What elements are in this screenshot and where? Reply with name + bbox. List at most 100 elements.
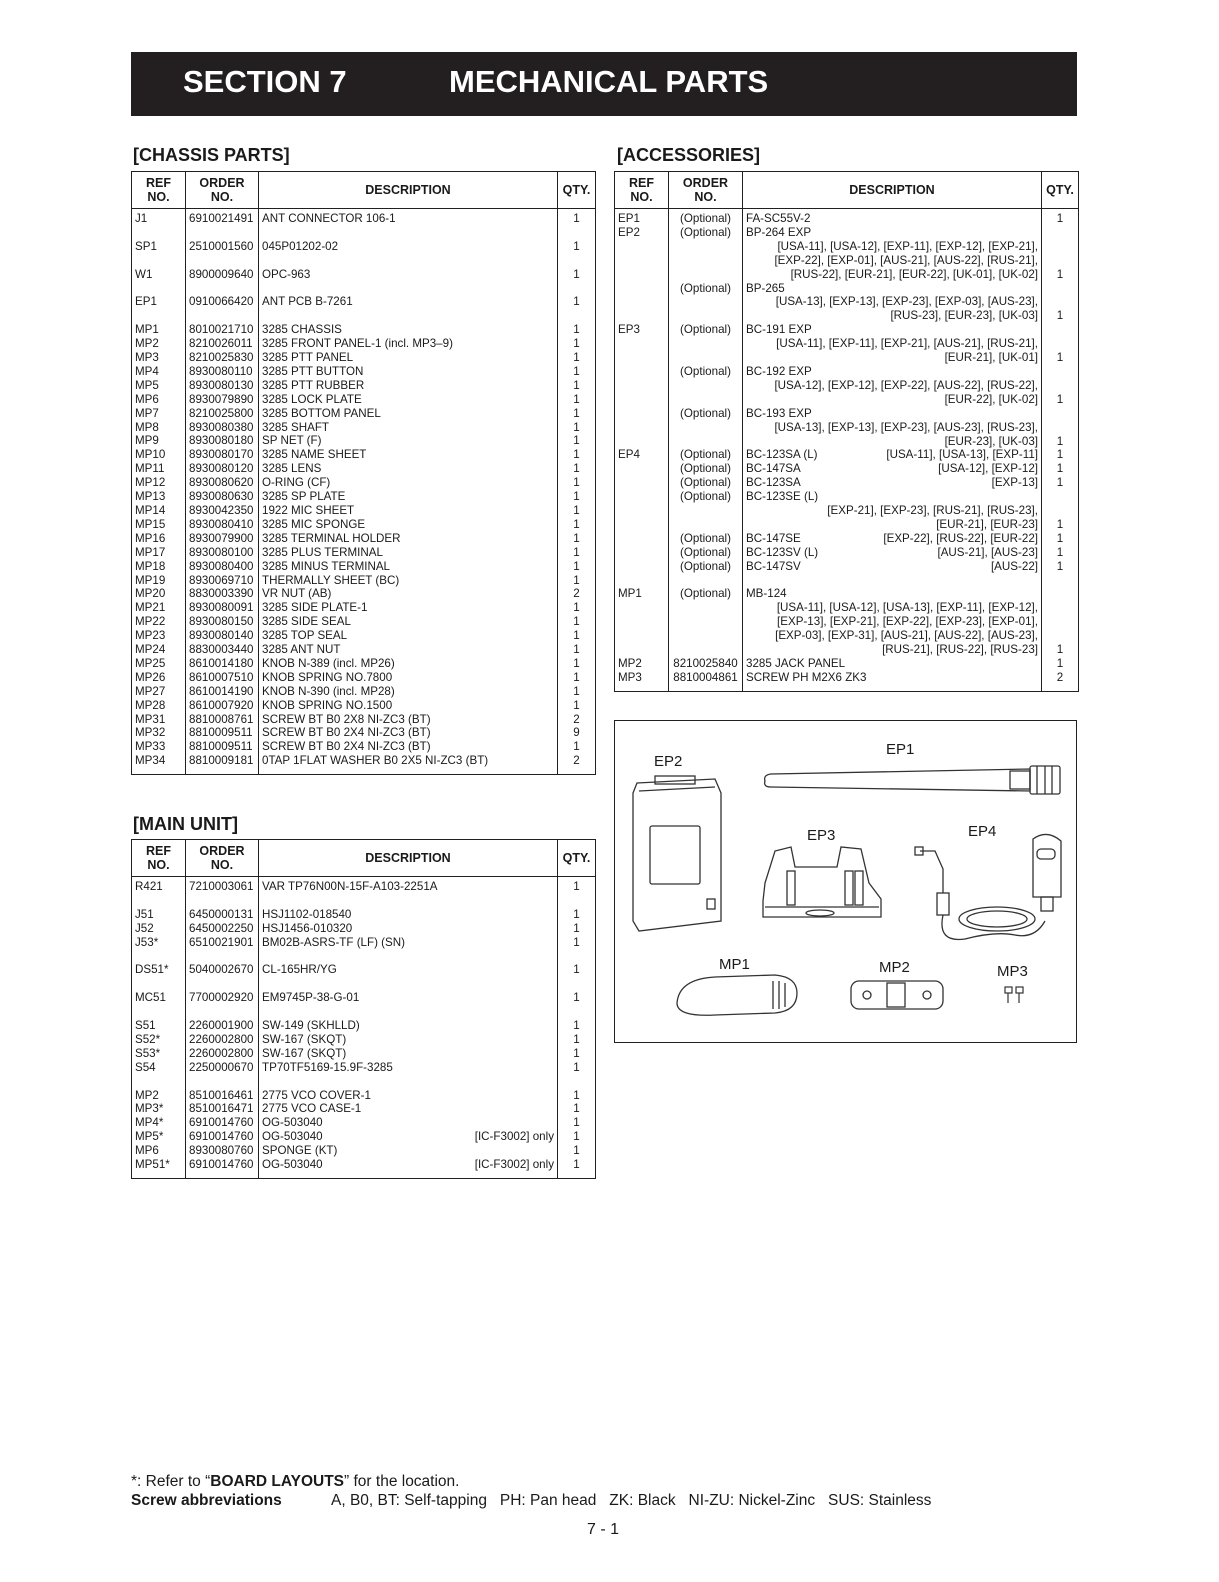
table-row: (Optional)BC-123SA[EXP-13]1	[615, 476, 1079, 491]
description-text: 3285 PTT PANEL	[262, 351, 354, 364]
ref-cell	[615, 282, 669, 296]
qty-cell: 1	[557, 656, 596, 671]
ref-cell: MP21	[135, 601, 166, 615]
region-list: [EUR-21], [EUR-23]	[936, 517, 1038, 531]
col-description: DESCRIPTION	[258, 839, 558, 877]
description-text: 3285 MIC SPONGE	[262, 517, 366, 531]
table-row	[615, 573, 1079, 588]
description-text: KNOB SPRING NO.1500	[262, 698, 393, 712]
table-row	[132, 281, 596, 296]
qty-cell	[557, 893, 596, 908]
description-cell	[742, 573, 1042, 588]
description-cell: 3285 TOP SEAL	[258, 629, 558, 644]
ref-cell: MP1	[135, 323, 159, 337]
description-cell: SPONGE (KT)	[258, 1144, 558, 1159]
description-cell: 3285 PTT RUBBER	[258, 378, 558, 393]
description-text: 3285 PTT BUTTON	[262, 364, 364, 378]
description-cell: 0TAP 1FLAT WASHER B0 2X5 NI-ZC3 (BT)	[258, 754, 558, 775]
order-cell	[668, 517, 743, 532]
qty-cell: 1	[557, 643, 596, 657]
qty-cell: 1	[557, 503, 596, 518]
description-cell	[258, 893, 558, 908]
description-cell	[258, 253, 558, 268]
section-number: SECTION 7	[183, 64, 347, 99]
order-cell: 6450000131	[185, 907, 259, 922]
order-cell: 8930080120	[185, 462, 259, 477]
qty-cell: 1	[1041, 448, 1079, 463]
ref-cell: J1	[135, 212, 148, 225]
label-ep2: EP2	[654, 753, 683, 770]
qty-cell: 1	[557, 1060, 596, 1075]
order-cell: (Optional)	[668, 545, 743, 560]
description-text: KNOB N-390 (incl. MP28)	[262, 684, 395, 698]
description-cell: [USA-11], [EXP-11], [EXP-21], [AUS-21], …	[742, 337, 1042, 352]
order-cell	[185, 1074, 259, 1089]
ref-cell: MP3	[618, 670, 642, 684]
description-cell: [EXP-21], [EXP-23], [RUS-21], [RUS-23],	[742, 504, 1042, 518]
description-text: 2775 VCO CASE-1	[262, 1102, 362, 1116]
region-list: [RUS-22], [EUR-21], [EUR-22], [UK-01], […	[790, 267, 1038, 281]
ref-cell: MP10	[135, 448, 166, 462]
description-text: 3285 CHASSIS	[262, 323, 342, 337]
description-cell: HSJ1102-018540	[258, 907, 558, 922]
description-text: SW-167 (SKQT)	[262, 1046, 347, 1060]
description-cell: KNOB N-390 (incl. MP28)	[258, 684, 558, 699]
ref-cell	[615, 546, 669, 560]
table-row	[132, 977, 596, 992]
qty-cell: 1	[557, 670, 596, 685]
qty-cell: 1	[1041, 643, 1079, 657]
table-row: [EXP-21], [EXP-23], [RUS-21], [RUS-23],	[615, 504, 1079, 518]
qty-cell: 1	[557, 545, 596, 560]
ref-cell: MP2	[618, 656, 642, 670]
ref-cell: MP23	[135, 629, 166, 643]
qty-cell	[1041, 629, 1079, 644]
description-text: BC-123SA	[746, 476, 801, 490]
description-text: MB-124	[746, 587, 787, 601]
description-cell: KNOB SPRING NO.1500	[258, 698, 558, 713]
table-row: [EXP-22], [EXP-01], [AUS-21], [AUS-22], …	[615, 253, 1079, 268]
qty-cell	[1041, 573, 1079, 588]
ref-cell: MP27	[135, 684, 166, 698]
qty-cell	[1041, 378, 1079, 393]
description-text: SP NET (F)	[262, 434, 322, 448]
description-cell: [USA-11], [USA-12], [USA-13], [EXP-11], …	[742, 601, 1042, 616]
order-cell: 8930069710	[185, 573, 259, 588]
region-list: [RUS-23], [EUR-23], [UK-03]	[890, 309, 1038, 323]
ref-cell: EP1	[135, 295, 157, 309]
qty-cell	[1041, 504, 1079, 518]
table-row	[132, 1074, 596, 1089]
table-row: (Optional)BC-123SE (L)	[615, 490, 1079, 505]
table-row: (Optional)BC-193 EXP	[615, 406, 1079, 421]
region-list: [RUS-21], [RUS-22], [RUS-23]	[882, 643, 1038, 657]
description-text: HSJ1102-018540	[262, 907, 352, 921]
col-qty: QTY.	[557, 171, 596, 209]
description-cell: 1922 MIC SHEET	[258, 503, 558, 518]
ref-cell	[615, 365, 669, 379]
description-text: BC-191 EXP	[746, 323, 812, 337]
qty-cell: 1	[557, 1130, 596, 1145]
description-cell: 3285 CHASSIS	[258, 323, 558, 338]
ref-cell: EP3	[618, 323, 640, 337]
qty-cell: 1	[1041, 476, 1079, 491]
qty-cell: 1	[557, 935, 596, 950]
table-row: EP4(Optional)BC-123SA (L)[USA-11], [USA-…	[615, 448, 1079, 463]
region-list: [EXP-21], [EXP-23], [RUS-21], [RUS-23],	[827, 504, 1038, 518]
qty-cell: 1	[557, 615, 596, 630]
ref-cell	[615, 351, 669, 365]
qty-cell: 1	[557, 1088, 596, 1103]
table-row: [USA-13], [EXP-13], [EXP-23], [EXP-03], …	[615, 295, 1079, 310]
table-row	[132, 893, 596, 908]
table-row: [USA-11], [USA-12], [EXP-11], [EXP-12], …	[615, 239, 1079, 254]
description-cell: BC-147SV[AUS-22]	[742, 559, 1042, 574]
